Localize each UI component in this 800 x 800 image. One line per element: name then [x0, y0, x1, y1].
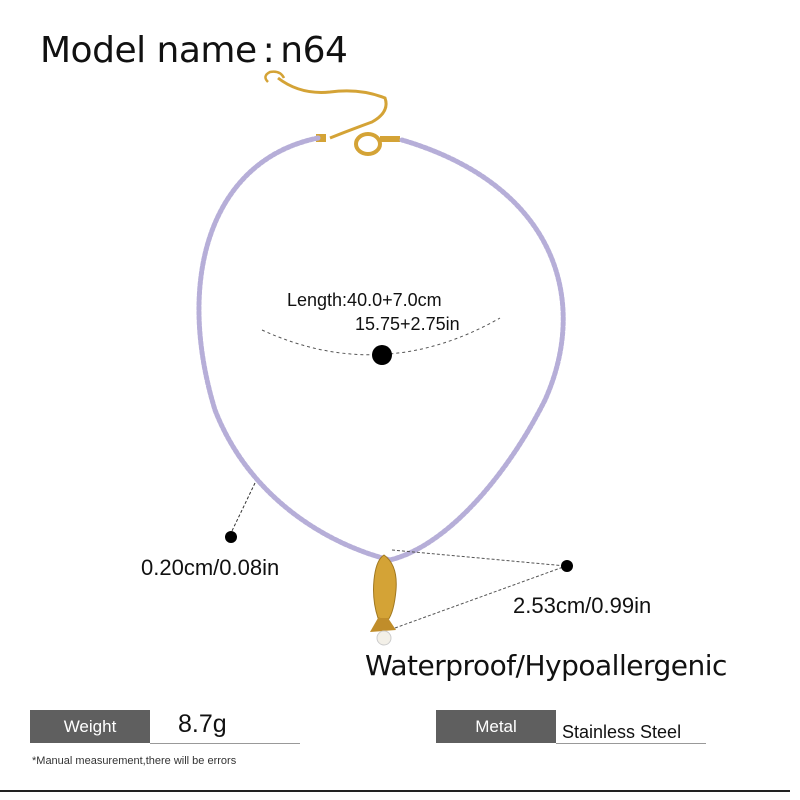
weight-underline: [150, 743, 300, 744]
metal-value: Stainless Steel: [562, 722, 682, 742]
pendant-leader-top: [391, 549, 567, 567]
model-title: Model name:n64: [40, 30, 348, 71]
length-in-label: 15.75+2.75in: [355, 314, 460, 334]
features-label: Waterproof/Hypoallergenic: [365, 649, 727, 682]
model-separator: :: [262, 30, 275, 71]
weight-label: Weight: [30, 710, 150, 743]
fish-pendant-icon: [370, 554, 397, 646]
length-dot: [372, 345, 392, 365]
model-label: Model name: [40, 30, 257, 71]
model-value: n64: [280, 30, 348, 71]
bead-dot: [225, 531, 237, 543]
weight-value: 8.7g: [178, 710, 227, 738]
pendant-dot: [561, 560, 573, 572]
bead-chain: [196, 135, 566, 563]
metal-label: Metal: [436, 710, 556, 743]
metal-underline: [556, 743, 706, 744]
measurement-note: *Manual measurement,there will be errors: [32, 755, 237, 767]
bead-leader: [230, 482, 256, 534]
bottom-divider: [0, 790, 790, 792]
lobster-clasp-icon: [316, 132, 400, 156]
extension-chain-icon: [264, 70, 388, 140]
pendant-size-label: 2.53cm/0.99in: [513, 593, 652, 618]
bead-size-label: 0.20cm/0.08in: [141, 555, 280, 580]
length-arc: [261, 317, 501, 356]
pendant-leader-bottom: [394, 565, 567, 629]
length-cm-label: Length:40.0+7.0cm: [287, 290, 442, 310]
